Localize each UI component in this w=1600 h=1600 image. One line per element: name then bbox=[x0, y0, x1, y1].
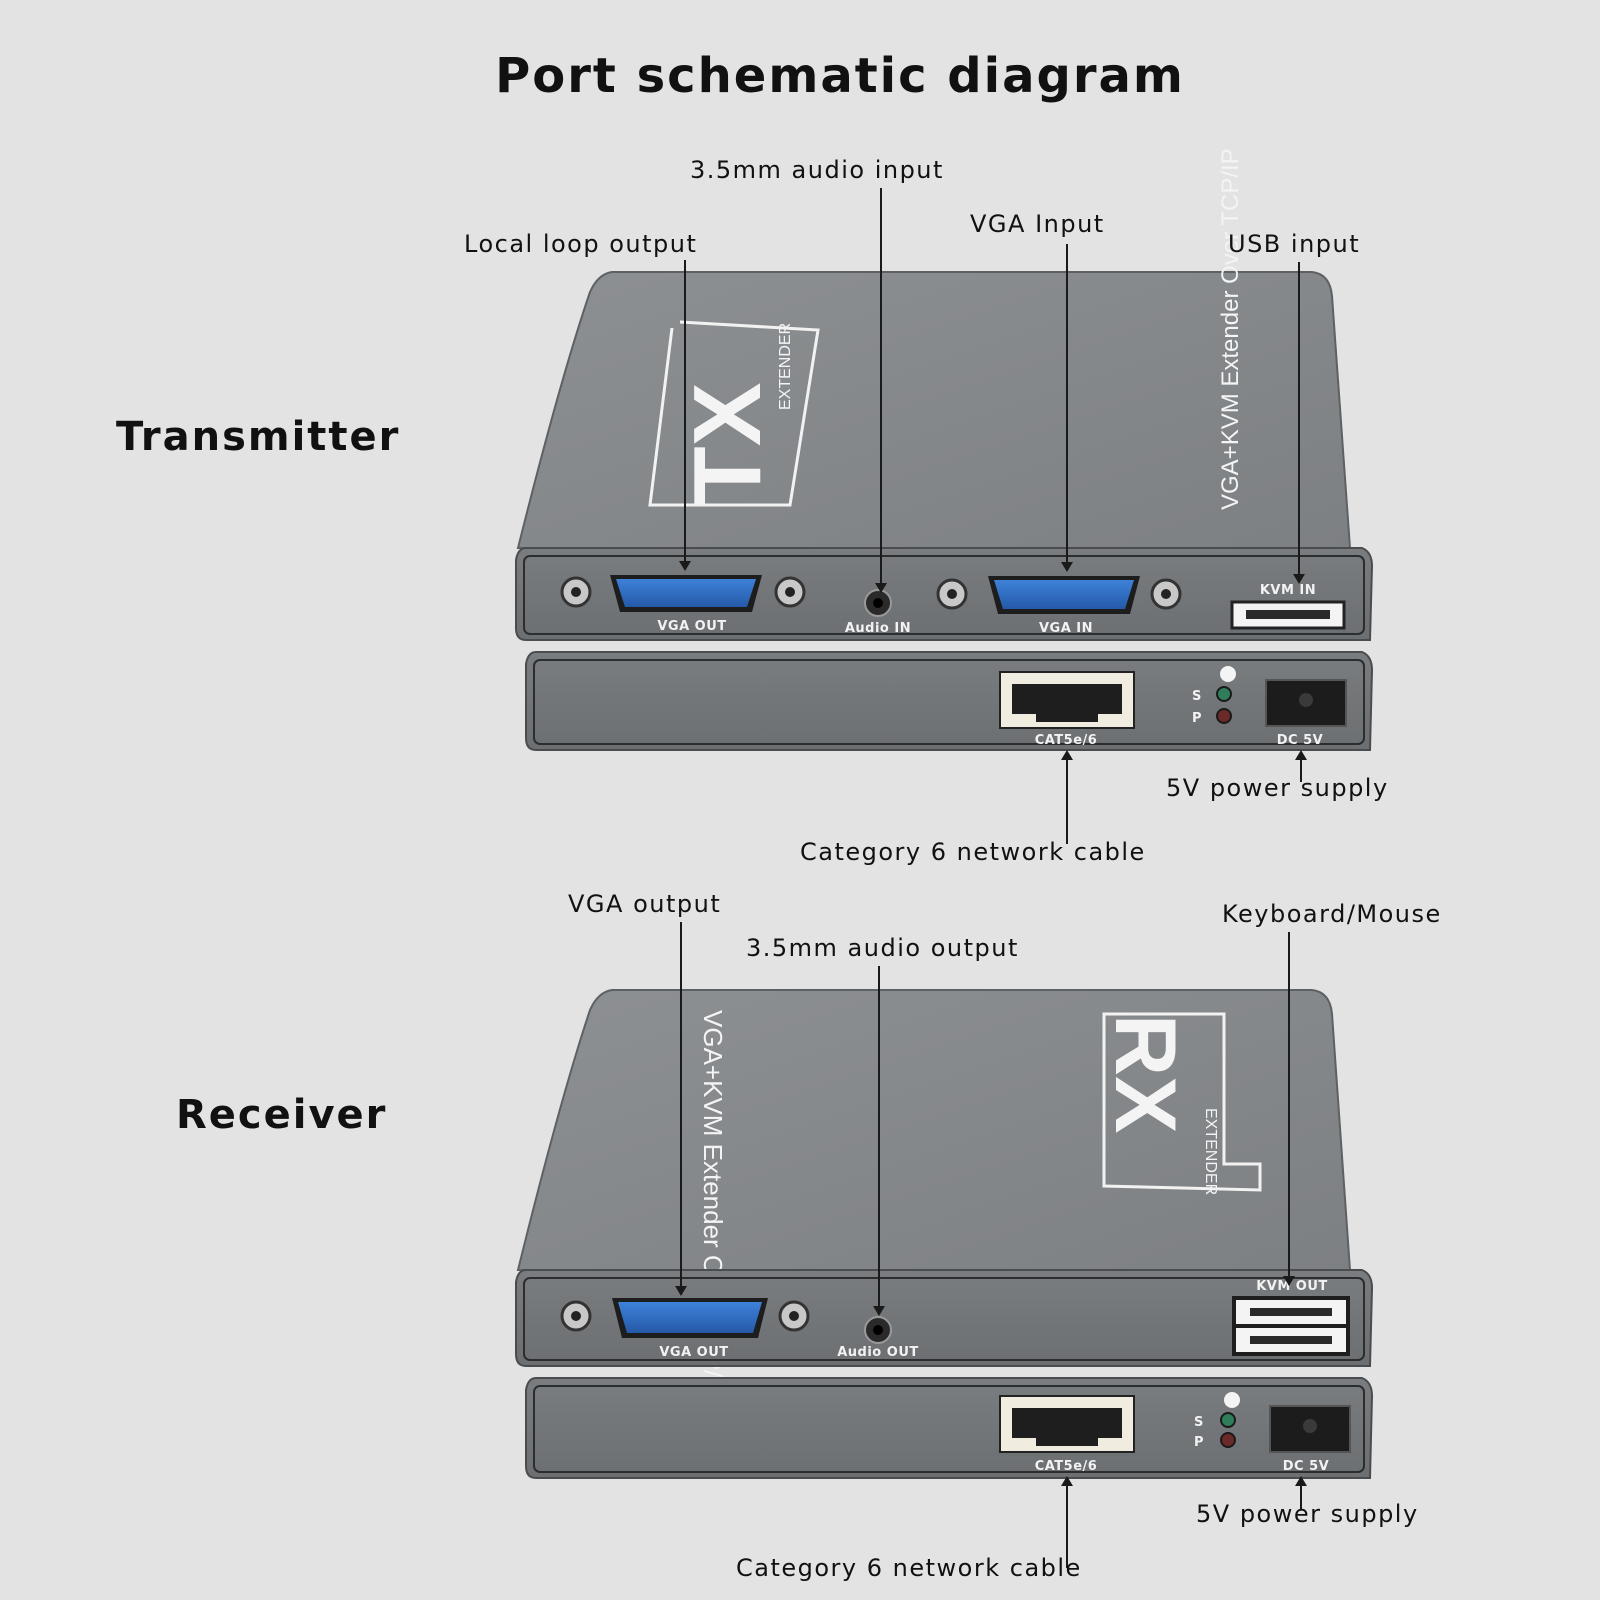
tx-logo: TX EXTENDER bbox=[648, 320, 820, 507]
svg-text:CAT5e/6: CAT5e/6 bbox=[1035, 1459, 1098, 1474]
rx-lan-port: CAT5e/6 bbox=[999, 1395, 1135, 1474]
tx-vga-in-port: VGA IN bbox=[936, 576, 1182, 636]
tx-callout-vga-input: VGA Input bbox=[970, 210, 1105, 238]
rx-leader-power bbox=[1295, 1476, 1307, 1510]
rx-led-white bbox=[1224, 1392, 1240, 1408]
rx-callout-keyboard-mouse: Keyboard/Mouse bbox=[1222, 900, 1442, 928]
receiver-label: Receiver bbox=[176, 1092, 388, 1138]
svg-text:EXTENDER: EXTENDER bbox=[1202, 1108, 1219, 1195]
tx-callout-power: 5V power supply bbox=[1166, 774, 1389, 802]
tx-callout-network: Category 6 network cable bbox=[800, 838, 1146, 866]
svg-text:VGA IN: VGA IN bbox=[1039, 621, 1093, 636]
rx-logo: RX EXTENDER bbox=[1097, 1012, 1262, 1195]
tx-leader-loop-output bbox=[679, 260, 691, 571]
tx-model-text: VGA+KVM Extender Over TCP/IP bbox=[1217, 148, 1244, 510]
tx-callout-audio-input: 3.5mm audio input bbox=[690, 156, 944, 184]
tx-callout-loop-output: Local loop output bbox=[464, 230, 698, 258]
tx-leader-audio-input bbox=[875, 188, 887, 593]
rx-leader-vga-output bbox=[675, 922, 687, 1296]
svg-text:Audio OUT: Audio OUT bbox=[837, 1345, 919, 1360]
svg-text:S: S bbox=[1192, 689, 1202, 704]
svg-text:VGA OUT: VGA OUT bbox=[659, 1345, 728, 1360]
rx-callout-audio-output: 3.5mm audio output bbox=[746, 934, 1019, 962]
rx-vga-out-port: VGA OUT bbox=[560, 1298, 810, 1360]
rx-leader-audio-output bbox=[873, 966, 885, 1316]
svg-text:S: S bbox=[1194, 1415, 1204, 1430]
rx-audio-out-port: Audio OUT bbox=[837, 1316, 919, 1360]
rx-status-leds: S P bbox=[1194, 1412, 1236, 1450]
rx-leader-keyboard-mouse bbox=[1283, 932, 1295, 1286]
rx-leader-network bbox=[1061, 1476, 1073, 1568]
svg-text:KVM OUT: KVM OUT bbox=[1256, 1279, 1328, 1294]
svg-text:Audio IN: Audio IN bbox=[845, 621, 911, 636]
svg-text:P: P bbox=[1192, 711, 1202, 726]
tx-dc-port: DC 5V bbox=[1265, 679, 1347, 748]
tx-audio-in-port: Audio IN bbox=[845, 589, 911, 636]
svg-text:EXTENDER: EXTENDER bbox=[777, 323, 794, 410]
svg-text:VGA OUT: VGA OUT bbox=[657, 619, 726, 634]
rx-callout-power: 5V power supply bbox=[1196, 1500, 1419, 1528]
transmitter-label: Transmitter bbox=[116, 414, 401, 460]
tx-led-white bbox=[1220, 666, 1236, 682]
tx-vga-out-port: VGA OUT bbox=[560, 575, 806, 634]
tx-status-leds: S P bbox=[1192, 686, 1232, 726]
svg-text:KVM IN: KVM IN bbox=[1260, 583, 1316, 598]
rx-kvm-out-port: KVM OUT bbox=[1232, 1279, 1350, 1356]
svg-text:DC 5V: DC 5V bbox=[1277, 733, 1323, 748]
tx-leader-network bbox=[1061, 750, 1073, 844]
tx-leader-power bbox=[1295, 750, 1307, 782]
rx-callout-vga-output: VGA output bbox=[568, 890, 722, 918]
tx-leader-vga-input bbox=[1061, 244, 1073, 572]
svg-text:CAT5e/6: CAT5e/6 bbox=[1035, 733, 1098, 748]
svg-text:P: P bbox=[1194, 1435, 1204, 1450]
svg-text:DC 5V: DC 5V bbox=[1283, 1459, 1329, 1474]
svg-text:RX: RX bbox=[1097, 1014, 1193, 1133]
tx-callout-usb-input: USB input bbox=[1228, 230, 1361, 258]
rx-callout-network: Category 6 network cable bbox=[736, 1554, 1082, 1582]
tx-lan-port: CAT5e/6 bbox=[999, 671, 1135, 748]
tx-kvm-in-port: KVM IN bbox=[1230, 583, 1346, 630]
page-title: Port schematic diagram bbox=[495, 48, 1185, 104]
rx-dc-port: DC 5V bbox=[1269, 1405, 1351, 1474]
svg-text:TX: TX bbox=[674, 382, 781, 505]
tx-leader-usb-input bbox=[1293, 262, 1305, 584]
